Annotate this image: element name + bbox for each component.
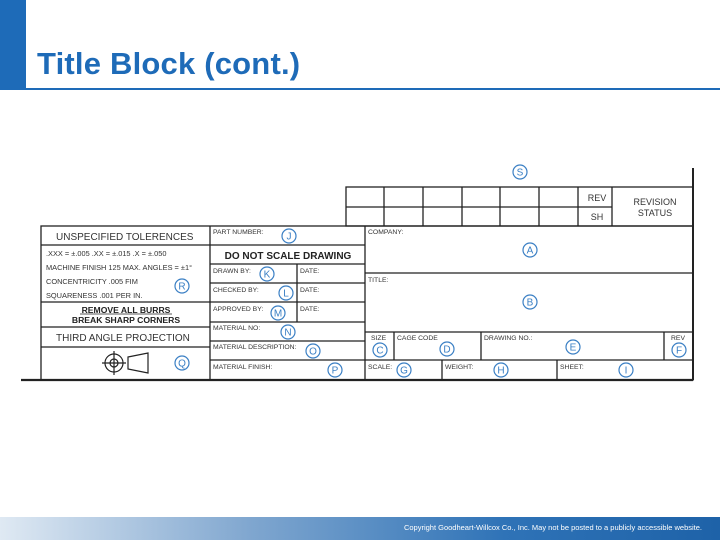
- callout-f: F: [676, 346, 682, 357]
- callout-c: C: [376, 346, 383, 357]
- weight-label: WEIGHT:: [445, 364, 473, 371]
- callout-j-circle: [281, 228, 297, 244]
- callout-i-circle: [618, 362, 634, 378]
- callout-e: E: [570, 343, 577, 354]
- callout-c-circle: [372, 342, 388, 358]
- callout-b-circle: [522, 294, 538, 310]
- copyright-notice: Copyright Goodheart-Willcox Co., Inc. Ma…: [403, 523, 702, 532]
- drawn-by-label: DRAWN BY:: [213, 268, 251, 275]
- tolerance-values: .XXX = ±.005 .XX = ±.015 .X = ±.050: [46, 249, 166, 258]
- callout-j: J: [287, 232, 292, 243]
- title-block-grid: [21, 168, 694, 382]
- callout-d-circle: [439, 341, 455, 357]
- squareness-note: SQUARENESS .001 PER IN.: [46, 291, 143, 300]
- callout-l-circle: [278, 285, 294, 301]
- callout-r: R: [178, 282, 185, 293]
- callout-p-circle: [327, 362, 343, 378]
- drawing-no-label: DRAWING NO.:: [484, 335, 533, 342]
- third-angle-projection: THIRD ANGLE PROJECTION: [56, 333, 190, 344]
- callout-n: N: [284, 328, 291, 339]
- callout-p: P: [332, 366, 339, 377]
- rev-label: REV: [588, 193, 607, 203]
- callout-h: H: [497, 366, 504, 377]
- callout-d: D: [443, 345, 450, 356]
- revision-status-line1: REVISION: [633, 197, 676, 207]
- callout-b: B: [527, 298, 534, 309]
- material-finish-label: MATERIAL FINISH:: [213, 364, 272, 371]
- callout-q-circle: [174, 355, 190, 371]
- title-bar: Title Block (cont.): [0, 0, 720, 92]
- scale-label: SCALE:: [368, 364, 392, 371]
- footer-bar: Copyright Goodheart-Willcox Co., Inc. Ma…: [0, 517, 720, 540]
- approved-by-label: APPROVED BY:: [213, 306, 263, 313]
- drawn-date-label: DATE:: [300, 268, 320, 275]
- callout-e-circle: [565, 339, 581, 355]
- machine-finish-note: MACHINE FINISH 125 MAX. ANGLES = ±1°: [46, 263, 192, 272]
- callout-q: Q: [178, 359, 186, 370]
- sh-label: SH: [591, 212, 604, 222]
- callout-l: L: [283, 289, 289, 300]
- callout-s: S: [517, 168, 524, 179]
- callout-m-circle: [270, 305, 286, 321]
- cage-code-label: CAGE CODE: [397, 335, 438, 342]
- callout-a-circle: [522, 242, 538, 258]
- checked-by-label: CHECKED BY:: [213, 287, 259, 294]
- callout-o-circle: [305, 343, 321, 359]
- concentricity-note: CONCENTRICITY .005 FIM: [46, 277, 138, 286]
- company-label: COMPANY:: [368, 229, 403, 236]
- callout-letters: S A B C D E F G H I J K L M N O P Q R: [178, 168, 682, 377]
- callout-i: I: [625, 366, 628, 377]
- callout-h-circle: [493, 362, 509, 378]
- title-underline: [26, 88, 720, 90]
- callout-s-circle: [512, 164, 528, 180]
- callout-r-circle: [174, 278, 190, 294]
- break-corners-note: BREAK SHARP CORNERS: [72, 315, 180, 325]
- page-title: Title Block (cont.): [37, 46, 301, 81]
- callout-o: O: [309, 347, 317, 358]
- callout-f-circle: [671, 342, 687, 358]
- callout-circles: [174, 164, 687, 378]
- size-label: SIZE: [371, 335, 387, 342]
- callout-k: K: [264, 270, 271, 281]
- part-number-label: PART NUMBER:: [213, 229, 264, 236]
- sheet-label: SHEET:: [560, 364, 584, 371]
- do-not-scale-note: DO NOT SCALE DRAWING: [225, 251, 352, 262]
- title-label: TITLE:: [368, 277, 389, 284]
- rev-small-label: REV: [671, 335, 685, 342]
- unspecified-tolerances-heading: UNSPECIFIED TOLERENCES: [56, 232, 194, 243]
- callout-g: G: [400, 366, 408, 377]
- material-description-label: MATERIAL DESCRIPTION:: [213, 344, 297, 351]
- remove-burrs-note: REMOVE ALL BURRS: [82, 305, 171, 315]
- revision-status-line2: STATUS: [638, 208, 672, 218]
- approved-date-label: DATE:: [300, 306, 320, 313]
- title-accent-bar: [0, 0, 26, 90]
- third-angle-projection-symbol: [102, 351, 149, 375]
- callout-m: M: [274, 309, 282, 320]
- callout-g-circle: [396, 362, 412, 378]
- callout-n-circle: [280, 324, 296, 340]
- checked-date-label: DATE:: [300, 287, 320, 294]
- callout-a: A: [527, 246, 534, 257]
- callout-k-circle: [259, 266, 275, 282]
- material-no-label: MATERIAL NO:: [213, 325, 260, 332]
